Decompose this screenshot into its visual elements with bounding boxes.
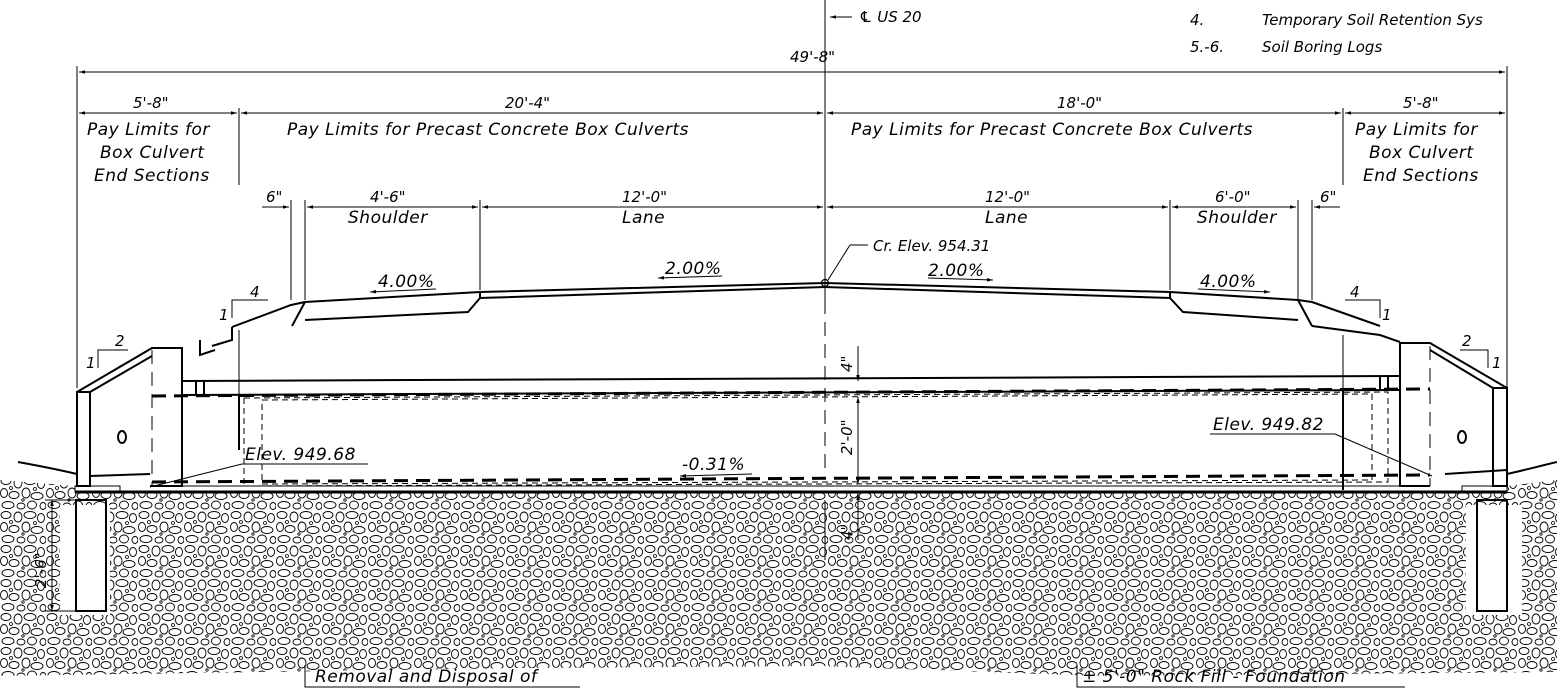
pay-limits-end-right-line1: Pay Limits for <box>1355 120 1478 140</box>
dimension-culvert-right: 18'-0" <box>1057 94 1102 112</box>
pay-limits-end-right-line3: End Sections <box>1363 166 1479 186</box>
end-section-footings <box>75 499 1508 612</box>
bottom-note-leaders <box>304 665 1405 688</box>
dimension-end-right: 5'-8" <box>1403 94 1439 112</box>
slope-lane-right: 2.00% <box>928 261 985 281</box>
dimension-footing-depth: 2'-6" <box>32 552 50 588</box>
note-4-number: 4. <box>1190 11 1204 29</box>
note-4-text: Temporary Soil Retention Sys <box>1262 11 1483 29</box>
removal-note: Removal and Disposal of <box>315 667 540 687</box>
slope-run-upper-left: 4 <box>250 283 260 301</box>
slope-shoulder-right: 4.00% <box>1200 272 1257 292</box>
note-5-number: 5.-6. <box>1190 38 1224 56</box>
pay-limits-culvert-right: Pay Limits for Precast Concrete Box Culv… <box>851 120 1253 140</box>
centerline-label: ℄ US 20 <box>859 8 922 26</box>
pay-limits-end-left-line3: End Sections <box>94 166 210 186</box>
dimension-overall-label: 49'-8" <box>790 48 835 66</box>
dimension-lane-right: 12'-0" <box>985 188 1030 206</box>
slope-lane-left: 2.00% <box>665 259 722 279</box>
slope-rise-lower-left: 1 <box>86 354 96 372</box>
rock-fill-note: ± 5'-0" Rock Fill - Foundation <box>1082 667 1346 687</box>
dimension-top-cover: 4" <box>838 356 856 372</box>
dimension-lane-left: 12'-0" <box>622 188 667 206</box>
dimension-six-inch-right: 6" <box>1320 188 1336 206</box>
rock-fill-foundation <box>0 480 1557 676</box>
existing-ground <box>17 461 1557 494</box>
slope-rise-upper-right: 1 <box>1382 306 1392 324</box>
slope-run-lower-right: 2 <box>1462 332 1472 350</box>
box-culvert-barrel <box>150 375 1431 490</box>
pay-limits-end-left-line2: Box Culvert <box>100 143 205 163</box>
slope-run-upper-right: 4 <box>1350 283 1360 301</box>
vertical-dimensions <box>45 346 860 612</box>
invert-elevation-left: Elev. 949.68 <box>245 445 356 465</box>
slope-rise-lower-right: 1 <box>1492 354 1502 372</box>
roadway-pavement <box>199 281 1401 357</box>
slope-ratio-triangles <box>97 299 1489 368</box>
dimension-culvert-left: 20'-4" <box>505 94 550 112</box>
lane-label-left: Lane <box>622 208 665 228</box>
dimension-bottom-fill: 4" <box>838 524 856 540</box>
slope-arrows <box>369 275 1271 294</box>
dimension-shoulder-left: 4'-6" <box>370 188 406 206</box>
culvert-slope-arrow <box>679 473 753 478</box>
end-section-right <box>1399 342 1508 487</box>
dimension-end-left: 5'-8" <box>133 94 169 112</box>
shoulder-label-left: Shoulder <box>348 208 428 228</box>
pay-limits-end-left-line1: Pay Limits for <box>87 120 210 140</box>
elevation-callouts <box>149 433 1433 488</box>
dimension-box-depth: 2'-0" <box>838 419 856 455</box>
invert-elevation-right: Elev. 949.82 <box>1213 415 1324 435</box>
note-5-text: Soil Boring Logs <box>1262 38 1382 56</box>
sheet-notes: 4. Temporary Soil Retention Sys 5.-6. So… <box>1190 11 1483 56</box>
slope-shoulder-left: 4.00% <box>378 272 435 292</box>
lane-label-right: Lane <box>985 208 1028 228</box>
end-section-left <box>76 347 183 487</box>
lane-shoulder-dimensions <box>262 200 1340 300</box>
dimension-six-inch-left: 6" <box>266 188 282 206</box>
weep-hole-right <box>1457 430 1467 444</box>
crown-point <box>820 244 868 288</box>
dimension-shoulder-right: 6'-0" <box>1215 188 1251 206</box>
dimension-overall <box>76 66 1508 388</box>
culvert-slope-label: -0.31% <box>682 455 745 475</box>
slope-rise-upper-left: 1 <box>219 306 229 324</box>
weep-hole-left <box>117 430 127 444</box>
crown-elevation-label: Cr. Elev. 954.31 <box>873 237 990 255</box>
pay-limits-end-right-line2: Box Culvert <box>1369 143 1474 163</box>
slope-run-lower-left: 2 <box>115 332 125 350</box>
shoulder-label-right: Shoulder <box>1197 208 1277 228</box>
pay-limits-culvert-left: Pay Limits for Precast Concrete Box Culv… <box>287 120 689 140</box>
pay-limit-dimensions <box>79 108 1505 490</box>
centerline <box>824 0 852 560</box>
